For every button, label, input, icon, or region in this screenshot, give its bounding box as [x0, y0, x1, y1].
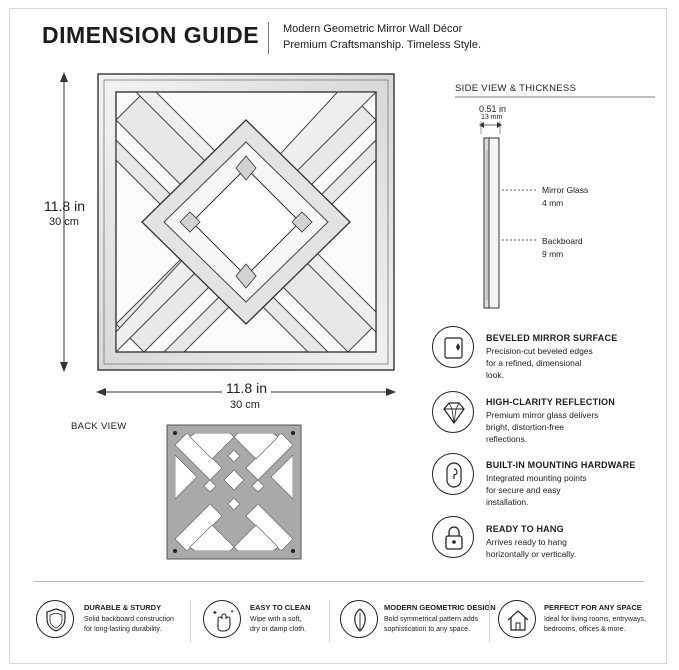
bottom-desc-line: for long-lasting durability.: [84, 626, 162, 633]
feature-desc-line: for a refined, dimensional: [486, 358, 582, 368]
shield-icon: [36, 600, 74, 638]
feature-description: Arrives ready to hang horizontally or ve…: [486, 536, 606, 560]
backboard-label: Backboard: [542, 236, 583, 246]
mirror-glass-label: Mirror Glass: [542, 185, 589, 195]
beveled-mirror-icon: [432, 326, 474, 368]
feature-desc-line: bright, distortion-free: [486, 422, 564, 432]
feature-desc-line: for secure and easy: [486, 485, 561, 495]
side-view-label: SIDE VIEW & THICKNESS: [455, 83, 577, 94]
height-cm: 30 cm: [49, 216, 79, 228]
width-inches: 11.8 in: [222, 380, 271, 396]
page-frame: [9, 8, 667, 664]
feature-desc-line: Precision-cut beveled edges: [486, 346, 593, 356]
page-title: DIMENSION GUIDE: [42, 22, 260, 48]
feature-title: BEVELED MIRROR SURFACE: [486, 333, 618, 343]
bottom-separator: [489, 600, 490, 642]
feature-desc-line: reflections.: [486, 434, 528, 444]
feature-desc-line: look.: [486, 370, 504, 380]
feature-desc-line: Premium mirror glass delivers: [486, 410, 599, 420]
tagline-line-2: Premium Craftsmanship. Timeless Style.: [283, 39, 482, 51]
bottom-divider: [34, 581, 644, 582]
mirror-glass-value: 4 mm: [542, 198, 564, 208]
bottom-separator: [190, 600, 191, 642]
padlock-icon: [432, 516, 474, 558]
bottom-desc-line: sophistication to any space.: [384, 626, 470, 633]
bottom-feature-title: PERFECT FOR ANY SPACE: [544, 603, 642, 612]
bottom-desc-line: Wipe with a soft,: [250, 616, 302, 623]
bottom-desc-line: dry or damp cloth.: [250, 626, 307, 633]
bottom-desc-line: Solid backboard construction: [84, 616, 174, 623]
height-inches: 11.8 in: [44, 198, 85, 214]
bottom-desc-line: Bold symmetrical pattern adds: [384, 616, 479, 623]
bottom-desc-line: Ideal for living rooms, entryways,: [544, 616, 646, 623]
feature-description: Integrated mounting points for secure an…: [486, 472, 606, 508]
backboard-value: 9 mm: [542, 249, 564, 259]
bottom-separator: [329, 600, 330, 642]
feature-desc-line: installation.: [486, 497, 529, 507]
back-view-label: BACK VIEW: [71, 421, 127, 432]
bottom-feature-description: Ideal for living rooms, entryways, bedro…: [544, 615, 664, 635]
bottom-feature-description: Wipe with a soft, dry or damp cloth.: [250, 615, 360, 635]
bottom-desc-line: bedrooms, offices & more.: [544, 626, 626, 633]
svg-text:✦: ✦: [230, 609, 234, 615]
feature-description: Premium mirror glass delivers bright, di…: [486, 409, 606, 445]
tagline-line-1: Modern Geometric Mirror Wall Décor: [283, 23, 463, 35]
bottom-feature-title: EASY TO CLEAN: [250, 603, 311, 612]
bottom-feature-description: Solid backboard construction for long-la…: [84, 615, 194, 635]
title-divider: [268, 22, 269, 54]
feature-desc-line: Integrated mounting points: [486, 473, 587, 483]
width-cm: 30 cm: [230, 399, 260, 411]
feature-desc-line: Arrives ready to hang: [486, 537, 567, 547]
bottom-feature-title: DURABLE & STURDY: [84, 603, 162, 612]
cleaning-hand-icon: ✦✦: [203, 600, 241, 638]
feature-title: READY TO HANG: [486, 524, 564, 534]
feature-description: Precision-cut beveled edges for a refine…: [486, 345, 606, 381]
feature-title: BUILT-IN MOUNTING HARDWARE: [486, 460, 636, 470]
house-icon: [498, 600, 536, 638]
feature-desc-line: horizontally or vertically.: [486, 549, 577, 559]
feature-title: HIGH-CLARITY REFLECTION: [486, 397, 615, 407]
leaf-icon: [340, 600, 378, 638]
thickness-mm: 13 mm: [481, 114, 503, 121]
bottom-feature-description: Bold symmetrical pattern adds sophistica…: [384, 615, 494, 635]
bottom-feature-title: MODERN GEOMETRIC DESIGN: [384, 603, 496, 612]
thickness-inches: 0.51 in: [479, 104, 507, 114]
mounting-hook-icon: [432, 453, 474, 495]
svg-text:✦: ✦: [212, 609, 218, 617]
diamond-icon: [432, 391, 474, 433]
